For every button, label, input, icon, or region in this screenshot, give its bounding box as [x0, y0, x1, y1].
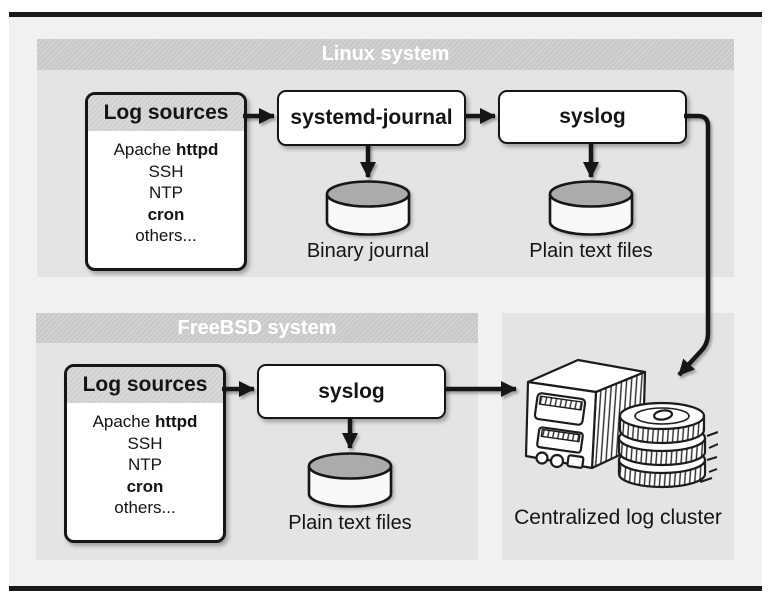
linux-plain-text-label: Plain text files — [529, 240, 653, 262]
binary-journal-database-icon — [325, 180, 411, 236]
log-source-item: Apache httpd — [113, 140, 219, 159]
freebsd-panel-title: FreeBSD system — [36, 313, 478, 343]
freebsd-log-sources-header: Log sources — [67, 367, 223, 403]
linux-syslog-box: syslog — [498, 90, 687, 144]
log-source-item: others... — [135, 226, 197, 245]
systemd-journal-box: systemd-journal — [277, 90, 466, 146]
log-source-item: SSH — [127, 433, 163, 453]
bottom-rule — [9, 586, 762, 591]
log-source-item: SSH — [148, 161, 184, 181]
linux-log-sources-header: Log sources — [88, 95, 244, 131]
freebsd-syslog-box: syslog — [257, 364, 446, 419]
binary-journal-label: Binary journal — [306, 240, 430, 262]
log-source-item: Apache httpd — [92, 412, 198, 431]
log-source-item: NTP — [128, 455, 162, 474]
freebsd-plain-text-database-icon — [307, 452, 393, 508]
server-cluster-icon — [524, 358, 718, 489]
log-source-item: others... — [114, 498, 176, 517]
freebsd-plain-text-label: Plain text files — [288, 512, 412, 534]
log-source-item: NTP — [149, 183, 183, 202]
log-source-item: cron — [126, 476, 164, 496]
log-source-item: cron — [147, 204, 185, 224]
linux-panel-title: Linux system — [37, 39, 734, 70]
centralized-log-cluster-label: Centralized log cluster — [514, 506, 722, 529]
linux-plain-text-database-icon — [548, 180, 634, 236]
top-rule — [9, 12, 762, 17]
